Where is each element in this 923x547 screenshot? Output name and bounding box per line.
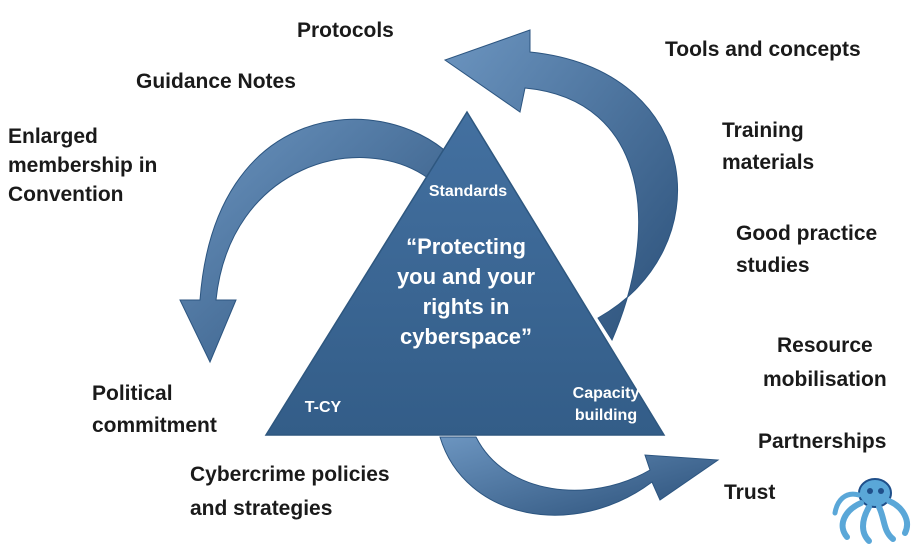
- label-partnerships: Partnerships: [758, 430, 887, 453]
- central-motto: “Protecting you and your rights in cyber…: [396, 234, 536, 349]
- label-protocols: Protocols: [297, 19, 394, 42]
- arrow-top-right: [443, 29, 679, 342]
- label-trust: Trust: [724, 481, 776, 504]
- label-good-practice: Good practice studies: [736, 222, 878, 277]
- corner-label-standards: Standards: [428, 183, 508, 200]
- label-political-commitment: Political commitment: [92, 382, 217, 437]
- label-resource-mobilisation: Resource mobilisation: [763, 334, 887, 391]
- label-enlarged-membership: Enlarged membership in Convention: [8, 125, 158, 206]
- label-training-materials: Training materials: [722, 119, 815, 174]
- octopus-icon: [832, 478, 910, 544]
- corner-label-tcy: T-CY: [304, 399, 342, 416]
- arrow-bottom: [439, 436, 720, 516]
- corner-label-capacity-building: Capacity building: [572, 385, 640, 424]
- label-cybercrime-policies: Cybercrime policies and strategies: [190, 463, 390, 520]
- central-triangle: [264, 110, 666, 436]
- arrow-left: [179, 118, 451, 364]
- label-tools-and-concepts: Tools and concepts: [665, 38, 861, 61]
- label-guidance-notes: Guidance Notes: [136, 70, 296, 93]
